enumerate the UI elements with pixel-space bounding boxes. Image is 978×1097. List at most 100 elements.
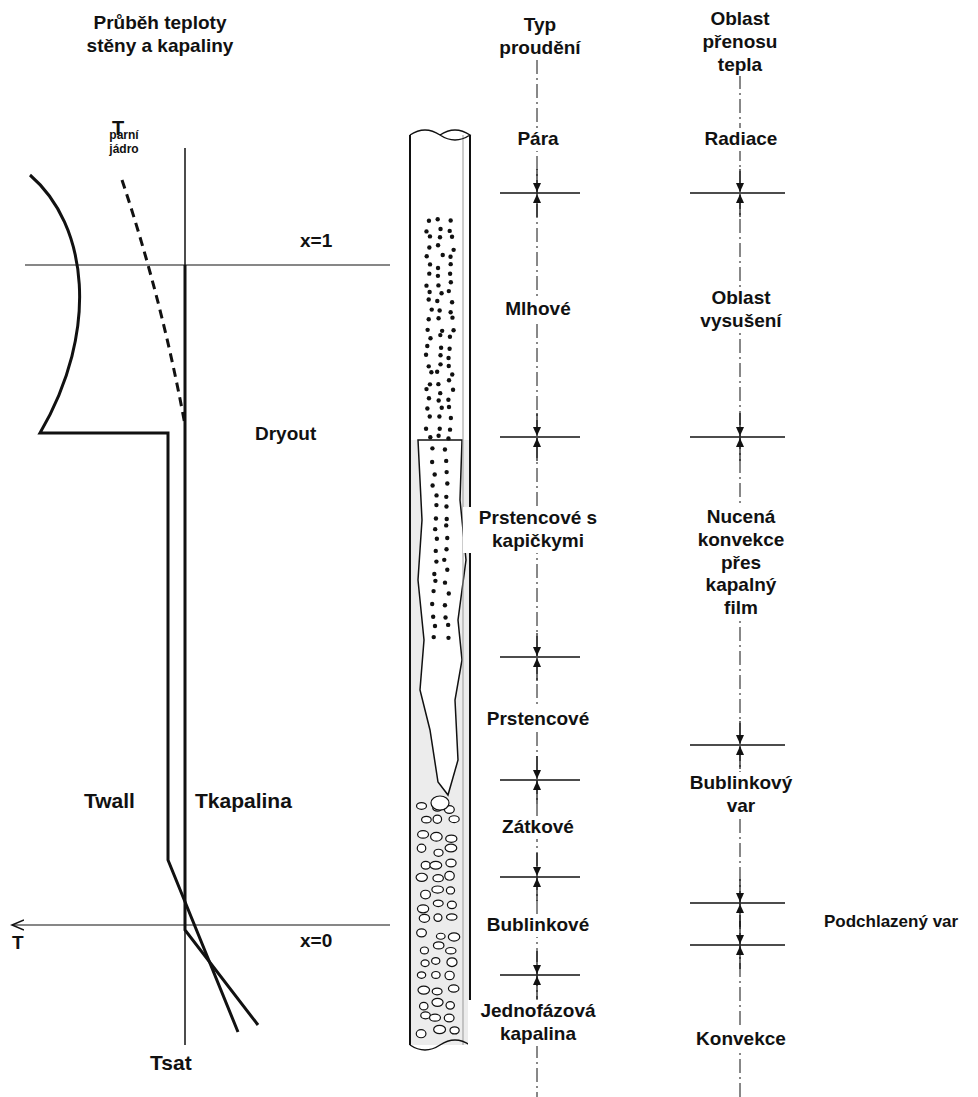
droplet — [444, 504, 448, 508]
bubble — [421, 861, 430, 869]
droplet — [445, 481, 449, 485]
droplet — [433, 527, 437, 531]
text-label: Oblast přenosu tepla — [685, 8, 795, 76]
text-label: Prstencové — [485, 708, 591, 731]
region-arrow — [536, 976, 537, 999]
bubble — [449, 816, 459, 823]
droplet — [440, 405, 444, 409]
text-label: Oblast vysušení — [685, 287, 797, 333]
bubble — [432, 958, 440, 965]
region-tick — [500, 876, 580, 878]
region-tick — [690, 192, 785, 194]
region-tick — [500, 974, 580, 976]
droplet — [443, 447, 447, 451]
boiling-tube — [410, 130, 470, 1050]
droplet — [436, 316, 440, 320]
droplet — [427, 364, 431, 368]
droplet — [432, 572, 436, 576]
droplet — [424, 229, 428, 233]
droplet — [427, 290, 431, 294]
droplet — [443, 580, 447, 584]
droplet — [431, 614, 435, 618]
droplet — [451, 388, 455, 392]
droplet — [445, 536, 449, 540]
droplet — [444, 547, 448, 551]
droplet — [436, 434, 440, 438]
bubble — [450, 1027, 459, 1034]
region-arrow — [739, 438, 740, 461]
droplet — [438, 235, 442, 239]
droplet — [427, 219, 431, 223]
bubble — [432, 886, 444, 893]
droplet — [430, 602, 434, 606]
bubble — [446, 1002, 454, 1009]
region-arrow — [739, 879, 740, 902]
droplet — [438, 227, 442, 231]
bubble — [420, 1002, 428, 1009]
text-label: Mlhové — [503, 298, 572, 321]
droplet — [427, 317, 431, 321]
droplet — [425, 406, 429, 410]
droplet — [443, 615, 447, 619]
text-label: Bublinkový var — [679, 772, 804, 818]
region-arrow — [536, 878, 537, 901]
region-arrow — [536, 658, 537, 681]
region-arrow — [739, 169, 740, 192]
bubble — [434, 849, 443, 856]
droplet — [430, 483, 434, 487]
droplet — [444, 523, 448, 527]
droplet — [441, 253, 445, 257]
bubble — [446, 947, 456, 953]
bubble — [436, 933, 445, 939]
region-arrow — [536, 951, 537, 974]
droplet — [439, 345, 443, 349]
text-label: T — [10, 932, 26, 955]
bubble — [417, 905, 428, 913]
droplet — [430, 446, 434, 450]
bubble — [433, 900, 443, 906]
droplet — [447, 405, 451, 409]
droplet — [446, 636, 450, 640]
droplet — [430, 460, 434, 464]
droplet — [425, 328, 429, 332]
bubble — [431, 832, 443, 841]
bubble — [419, 914, 429, 922]
droplet — [447, 591, 451, 595]
bubble — [433, 875, 443, 882]
region-tick — [500, 656, 580, 658]
droplet — [450, 235, 454, 239]
region-arrow — [739, 921, 740, 944]
droplet — [433, 624, 437, 628]
droplet — [451, 248, 455, 252]
droplet — [436, 398, 440, 402]
text-label: x=0 — [298, 930, 334, 953]
droplet — [434, 549, 438, 553]
bubble — [434, 1025, 446, 1033]
droplet — [425, 344, 429, 348]
bubble — [421, 1012, 431, 1019]
droplet — [447, 364, 451, 368]
droplet — [442, 558, 446, 562]
bubble — [444, 1014, 454, 1022]
bubble — [445, 871, 455, 880]
droplet — [435, 537, 439, 541]
bubble — [422, 816, 432, 823]
region-tick — [690, 944, 785, 946]
droplet — [424, 427, 428, 431]
droplet — [438, 353, 442, 357]
droplet — [444, 470, 448, 474]
droplet — [448, 310, 452, 314]
region-tick — [500, 779, 580, 781]
droplet — [436, 382, 440, 386]
droplet — [428, 382, 432, 386]
text-label: Bublinkové — [485, 914, 591, 937]
bubble — [434, 914, 442, 921]
droplet — [448, 262, 452, 266]
droplet — [427, 396, 431, 400]
bubble — [416, 873, 427, 881]
text-label: Tkapalina — [193, 788, 294, 813]
bubble — [447, 901, 456, 909]
droplet — [448, 255, 452, 259]
droplet — [443, 603, 447, 607]
droplet — [438, 426, 442, 430]
